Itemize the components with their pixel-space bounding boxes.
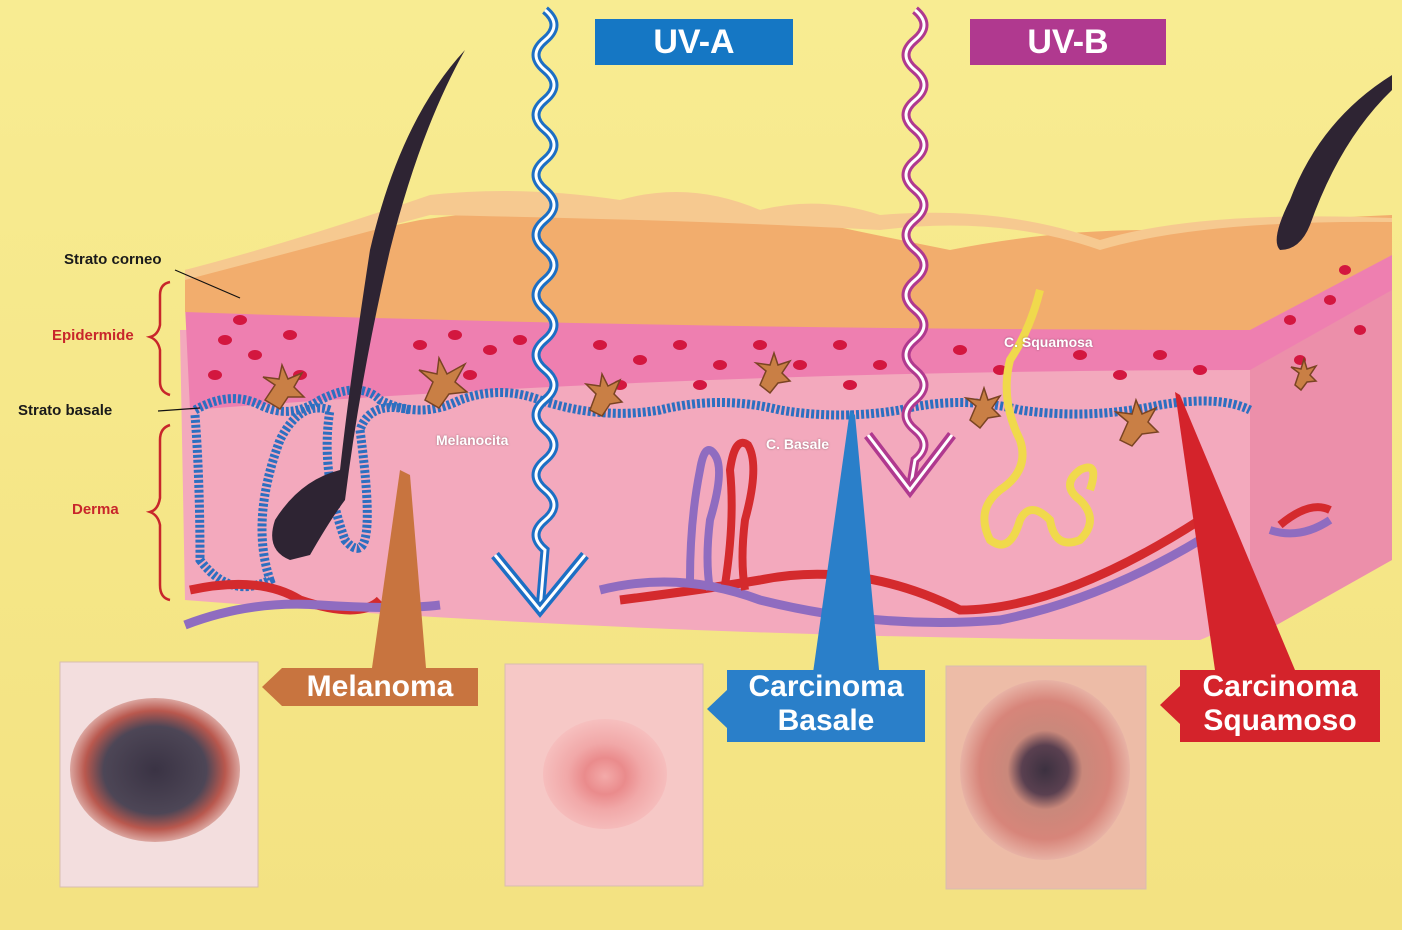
epidermide-label: Epidermide [52,327,134,344]
carcinoma-basale-line1: Carcinoma [727,670,925,704]
c-basale-label: C. Basale [766,436,829,452]
melanoma-tag-label: Melanoma [307,670,454,703]
carcinoma-squamoso-line2: Squamoso [1180,704,1380,738]
epidermis-bracket [150,282,170,395]
carcinoma-basale-line2: Basale [727,704,925,738]
strato-corneo-label: Strato corneo [64,251,162,268]
c-squamosa-label: C. Squamosa [1004,334,1093,350]
uv-a-label: UV-A [653,23,734,61]
carcinoma-squamoso-tag: Carcinoma Squamoso [1180,670,1380,742]
uv-a-label-box: UV-A [595,19,793,65]
uv-b-label: UV-B [1027,23,1108,61]
uv-b-label-box: UV-B [970,19,1166,65]
carcinoma-squamoso-line1: Carcinoma [1180,670,1380,704]
melanoma-tag: Melanoma [282,668,478,706]
melanocita-label: Melanocita [436,432,508,448]
squamoso-lesion [960,680,1130,860]
melanoma-lesion [70,698,240,842]
carcinoma-basale-tag: Carcinoma Basale [727,670,925,742]
derma-label: Derma [72,501,119,518]
strato-basale-label: Strato basale [18,402,112,419]
derma-bracket [150,425,170,600]
basale-lesion [543,719,667,829]
